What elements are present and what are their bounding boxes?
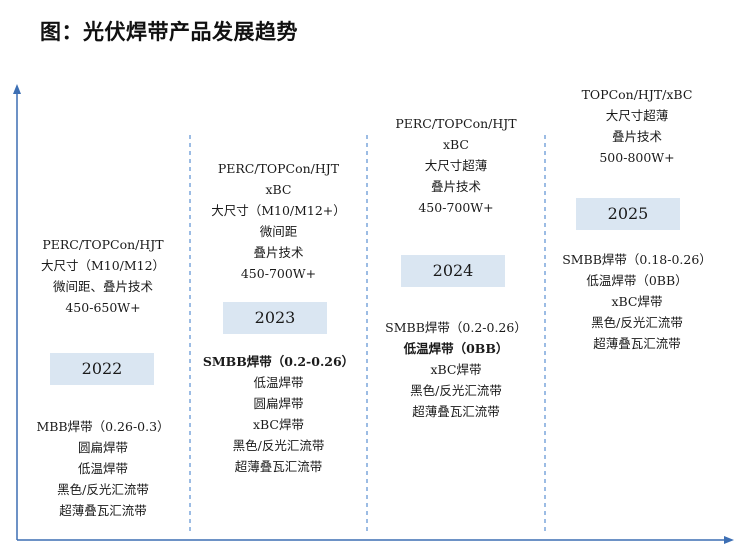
product-line: 黑色/反光汇流带 [410, 383, 502, 398]
product-line: 超薄叠瓦汇流带 [59, 503, 147, 518]
spec-line: 叠片技术 [611, 129, 662, 144]
spec-line: 微间距、叠片技术 [52, 279, 153, 294]
spec-line: PERC/TOPCon/HJT [42, 237, 164, 252]
year-box-2025: 2025 [576, 198, 680, 230]
col-2025-top: TOPCon/HJT/xBC 大尺寸超薄 叠片技术 500-800W+ [547, 84, 727, 168]
product-line: 低温焊带（0BB） [586, 273, 688, 288]
product-line: 黑色/反光汇流带 [57, 482, 149, 497]
spec-line: 大尺寸（M10/M12） [40, 258, 166, 273]
col-2022-top: PERC/TOPCon/HJT 大尺寸（M10/M12） 微间距、叠片技术 45… [18, 234, 188, 318]
spec-line: 大尺寸超薄 [605, 108, 669, 123]
spec-line: xBC [265, 182, 292, 197]
spec-line: 大尺寸超薄 [424, 158, 488, 173]
product-line: 圆扁焊带 [253, 396, 304, 411]
y-axis-arrow [13, 84, 21, 94]
product-line: xBC焊带 [252, 417, 305, 432]
col-2023-bottom: SMBB焊带（0.2-0.26） 低温焊带 圆扁焊带 xBC焊带 黑色/反光汇流… [192, 351, 365, 477]
year-box-2024: 2024 [401, 255, 505, 287]
spec-line: 450-700W+ [240, 266, 317, 281]
product-line: 低温焊带 [253, 375, 304, 390]
product-line: 超薄叠瓦汇流带 [412, 404, 500, 419]
spec-line: 450-700W+ [418, 200, 494, 215]
product-line: 低温焊带（0BB） [403, 341, 509, 356]
spec-line: 450-650W+ [65, 300, 141, 315]
product-line: SMBB焊带（0.2-0.26） [202, 354, 355, 369]
spec-line: 大尺寸（M10/M12+） [211, 203, 346, 218]
product-line: MBB焊带（0.26-0.3） [36, 419, 170, 434]
spec-line: PERC/TOPCon/HJT [395, 116, 517, 131]
product-line: xBC焊带 [611, 294, 663, 309]
spec-line: 叠片技术 [253, 245, 304, 260]
product-line: SMBB焊带（0.18-0.26） [562, 252, 712, 267]
product-line: 黑色/反光汇流带 [232, 438, 325, 453]
product-line: 超薄叠瓦汇流带 [234, 459, 323, 474]
spec-line: TOPCon/HJT/xBC [581, 87, 693, 102]
x-axis-arrow [724, 536, 734, 544]
spec-line: xBC [442, 137, 470, 152]
year-box-2023: 2023 [223, 302, 327, 334]
col-2025-bottom: SMBB焊带（0.18-0.26） 低温焊带（0BB） xBC焊带 黑色/反光汇… [547, 249, 727, 354]
spec-line: 500-800W+ [599, 150, 675, 165]
col-2024-top: PERC/TOPCon/HJT xBC 大尺寸超薄 叠片技术 450-700W+ [369, 113, 543, 218]
product-line: 低温焊带 [77, 461, 128, 476]
product-line: 黑色/反光汇流带 [591, 315, 683, 330]
spec-line: 叠片技术 [430, 179, 481, 194]
col-2023-top: PERC/TOPCon/HJT xBC 大尺寸（M10/M12+） 微间距 叠片… [192, 158, 365, 284]
year-box-2022: 2022 [50, 353, 154, 385]
page-title: 图：光伏焊带产品发展趋势 [40, 20, 298, 44]
spec-line: PERC/TOPCon/HJT [217, 161, 340, 176]
col-2024-bottom: SMBB焊带（0.2-0.26） 低温焊带（0BB） xBC焊带 黑色/反光汇流… [369, 317, 543, 422]
product-line: xBC焊带 [430, 362, 482, 377]
product-line: 圆扁焊带 [77, 440, 128, 455]
col-2022-bottom: MBB焊带（0.26-0.3） 圆扁焊带 低温焊带 黑色/反光汇流带 超薄叠瓦汇… [18, 416, 188, 521]
product-line: 超薄叠瓦汇流带 [593, 336, 681, 351]
product-line: SMBB焊带（0.2-0.26） [385, 320, 527, 335]
spec-line: 微间距 [259, 224, 298, 239]
